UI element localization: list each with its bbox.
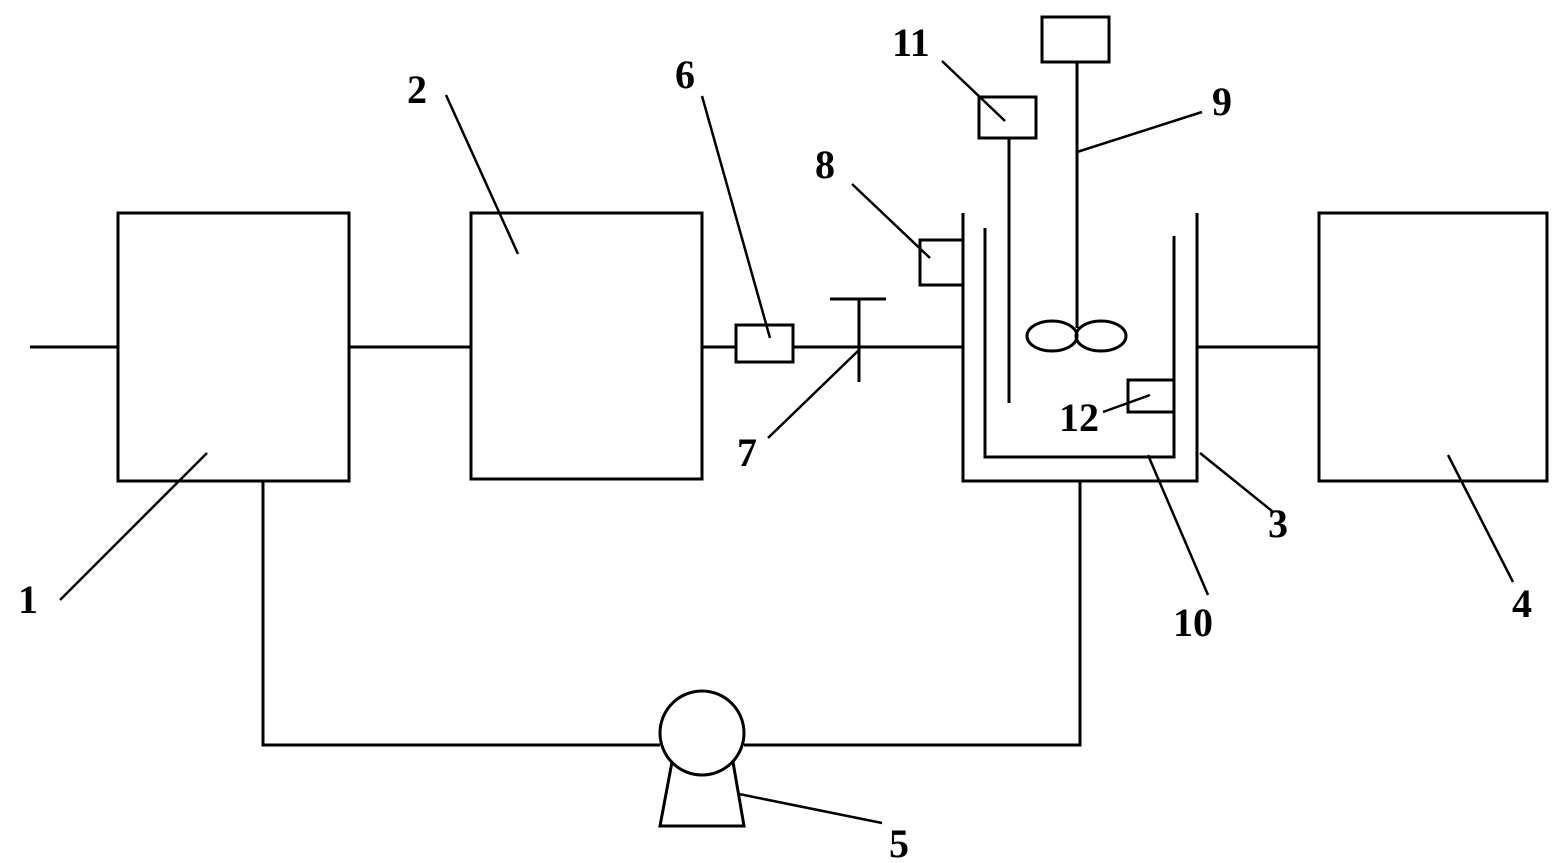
label-12: 12 xyxy=(1059,395,1099,440)
stirrer-9-motor xyxy=(1040,15,1111,64)
unit-1-box xyxy=(116,211,351,483)
component-6-box xyxy=(734,323,795,364)
leader-7 xyxy=(767,349,860,439)
leader-8 xyxy=(851,183,931,259)
unit-4-box xyxy=(1317,211,1549,483)
pump-5-base xyxy=(658,761,746,828)
stirrer-9-blade-left xyxy=(1025,319,1079,353)
label-1: 1 xyxy=(18,577,38,622)
label-9: 9 xyxy=(1212,79,1232,124)
reactor-3-outer-wall xyxy=(961,213,1199,483)
leader-11 xyxy=(941,60,1006,122)
leader-10 xyxy=(1146,454,1210,596)
leader-2 xyxy=(444,94,520,255)
sensor-12-box xyxy=(1126,378,1176,414)
pump-5-body xyxy=(658,689,746,777)
leader-9 xyxy=(1076,110,1203,154)
leader-3 xyxy=(1199,452,1273,512)
label-7: 7 xyxy=(737,430,757,475)
return-pipe-right xyxy=(744,481,1082,747)
leader-1 xyxy=(59,452,208,601)
sensor-8-box xyxy=(918,238,965,287)
leader-6 xyxy=(700,95,772,339)
label-3: 3 xyxy=(1268,501,1288,546)
unit-2-box xyxy=(469,211,704,481)
stirrer-9-blade-right xyxy=(1074,319,1128,353)
inner-vessel-10 xyxy=(983,228,1176,459)
label-10: 10 xyxy=(1173,600,1213,645)
label-8: 8 xyxy=(815,142,835,187)
leader-4 xyxy=(1446,454,1515,583)
return-pipe-left xyxy=(261,481,660,747)
label-5: 5 xyxy=(889,821,909,863)
label-4: 4 xyxy=(1512,581,1532,626)
label-11: 11 xyxy=(892,20,930,65)
leader-5 xyxy=(738,792,883,825)
leader-12 xyxy=(1102,393,1151,414)
label-2: 2 xyxy=(407,67,427,112)
label-6: 6 xyxy=(675,52,695,97)
